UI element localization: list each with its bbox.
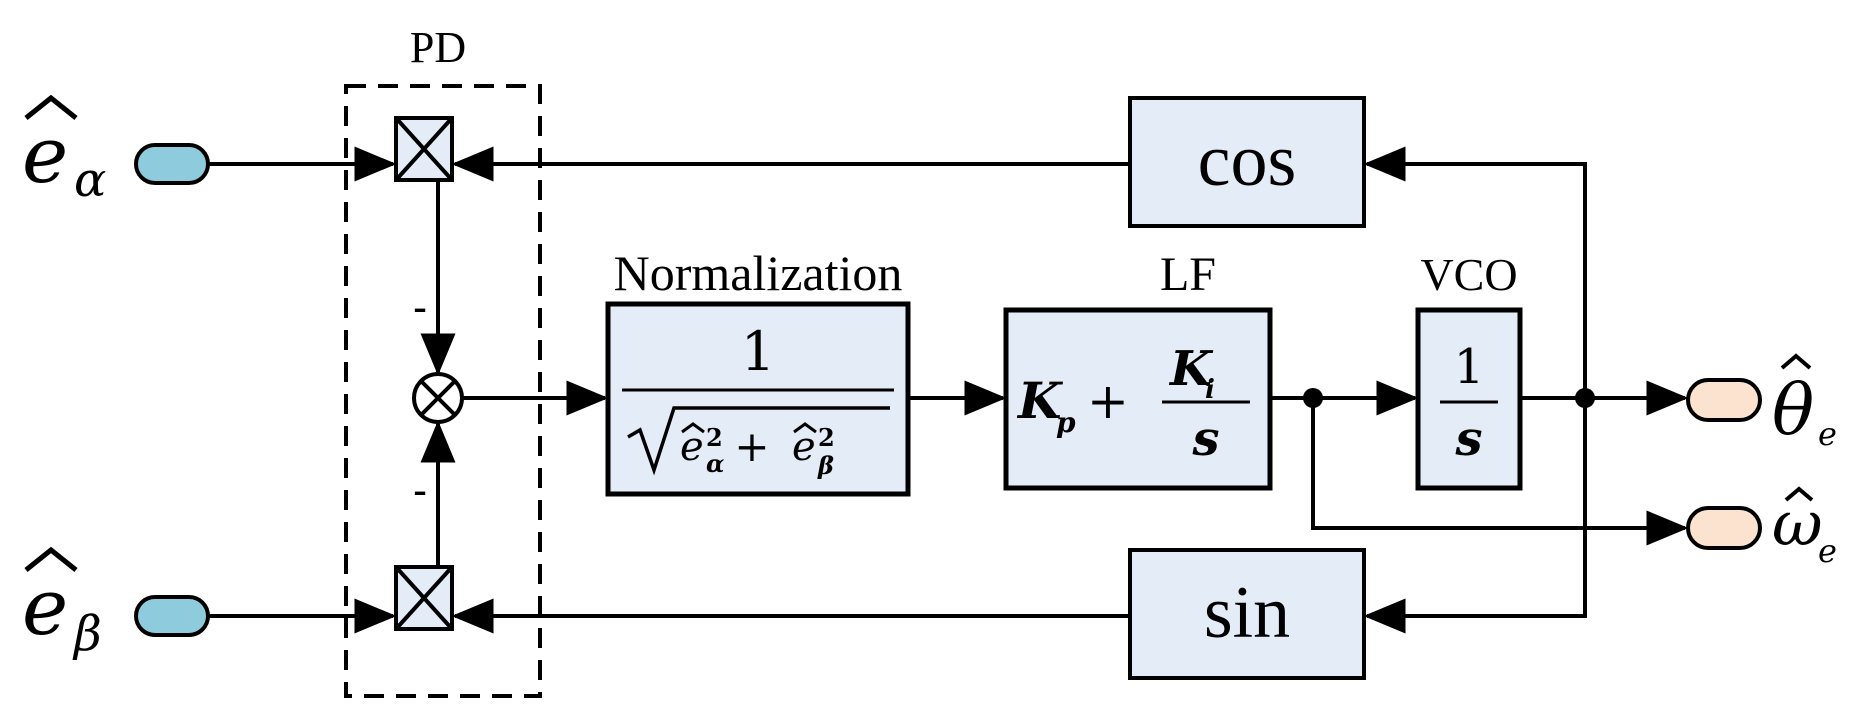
cos-label: cos — [1198, 120, 1297, 202]
radicand-e-beta: e — [792, 424, 816, 470]
junction-dot-vco-output — [1575, 388, 1595, 408]
input-label-e-beta: e β — [22, 546, 102, 662]
normalization-label: Normalization — [614, 245, 903, 301]
e-alpha-symbol: e — [22, 111, 68, 201]
normalization-block: 1 e 2 α + e 2 β — [605, 301, 911, 497]
radicand-e-alpha-sub: α — [706, 449, 724, 478]
radicand-plus: + — [734, 422, 769, 471]
lf-block: K p + K i s — [1003, 307, 1273, 491]
input-port-e-beta — [134, 595, 210, 637]
sin-block: sin — [1128, 548, 1366, 680]
radicand-e-alpha-sup: 2 — [706, 423, 723, 452]
lf-kp-sub: p — [1056, 406, 1076, 439]
hat-icon — [1780, 353, 1812, 370]
summing-junction — [412, 372, 464, 424]
omega-subscript: e — [1818, 532, 1837, 570]
sin-label: sin — [1204, 572, 1290, 654]
output-port-icon — [1686, 378, 1762, 422]
sqrt-icon — [627, 406, 890, 476]
input-port-icon — [134, 143, 210, 185]
pd-group-boundary — [344, 84, 542, 698]
vco-numerator: 1 — [1454, 339, 1485, 395]
e-alpha-subscript: α — [74, 152, 106, 208]
pd-label: PD — [410, 23, 466, 72]
lf-kp: K — [1016, 371, 1064, 430]
sign-top: - — [413, 284, 426, 329]
output-port-icon — [1686, 506, 1762, 550]
theta-subscript: e — [1818, 415, 1837, 453]
lf-label: LF — [1160, 248, 1216, 301]
vco-denominator: s — [1454, 411, 1482, 467]
omega-symbol: ω — [1772, 487, 1823, 560]
lf-ki: K — [1168, 341, 1214, 397]
radicand-e-beta-sup: 2 — [818, 423, 835, 452]
radicand-e-alpha: e — [680, 424, 704, 470]
theta-symbol: θ — [1772, 369, 1814, 451]
vco-block: 1 s — [1415, 307, 1523, 491]
output-label-theta: θ e — [1772, 353, 1837, 453]
e-beta-subscript: β — [72, 606, 102, 662]
radicand-e-beta-sub: β — [817, 451, 834, 480]
normalization-numerator: 1 — [741, 320, 775, 383]
wire-feedback-sin — [1363, 398, 1587, 634]
output-label-omega: ω e — [1772, 486, 1837, 570]
e-beta-symbol: e — [22, 563, 68, 653]
input-label-e-alpha: e α — [22, 94, 106, 208]
hat-icon — [1784, 486, 1814, 502]
lf-ki-sub: i — [1205, 375, 1215, 405]
hat-icon — [24, 94, 78, 120]
junction-dot-lf-output — [1303, 388, 1323, 408]
cos-block: cos — [1128, 96, 1366, 228]
input-port-icon — [134, 595, 210, 637]
output-port-omega — [1686, 506, 1762, 550]
wire-feedback-cos — [1363, 146, 1587, 398]
multiplier-bottom — [394, 565, 454, 631]
signal-wires — [208, 146, 1689, 634]
multiplier-top — [394, 116, 454, 182]
hat-icon — [24, 546, 78, 572]
lf-plus: + — [1087, 372, 1129, 430]
output-port-theta — [1686, 378, 1762, 422]
sign-bottom: - — [413, 467, 426, 512]
vco-label: VCO — [1420, 249, 1517, 300]
input-port-e-alpha — [134, 143, 210, 185]
wire-omega-branch — [1311, 398, 1689, 546]
lf-s: s — [1191, 411, 1219, 467]
